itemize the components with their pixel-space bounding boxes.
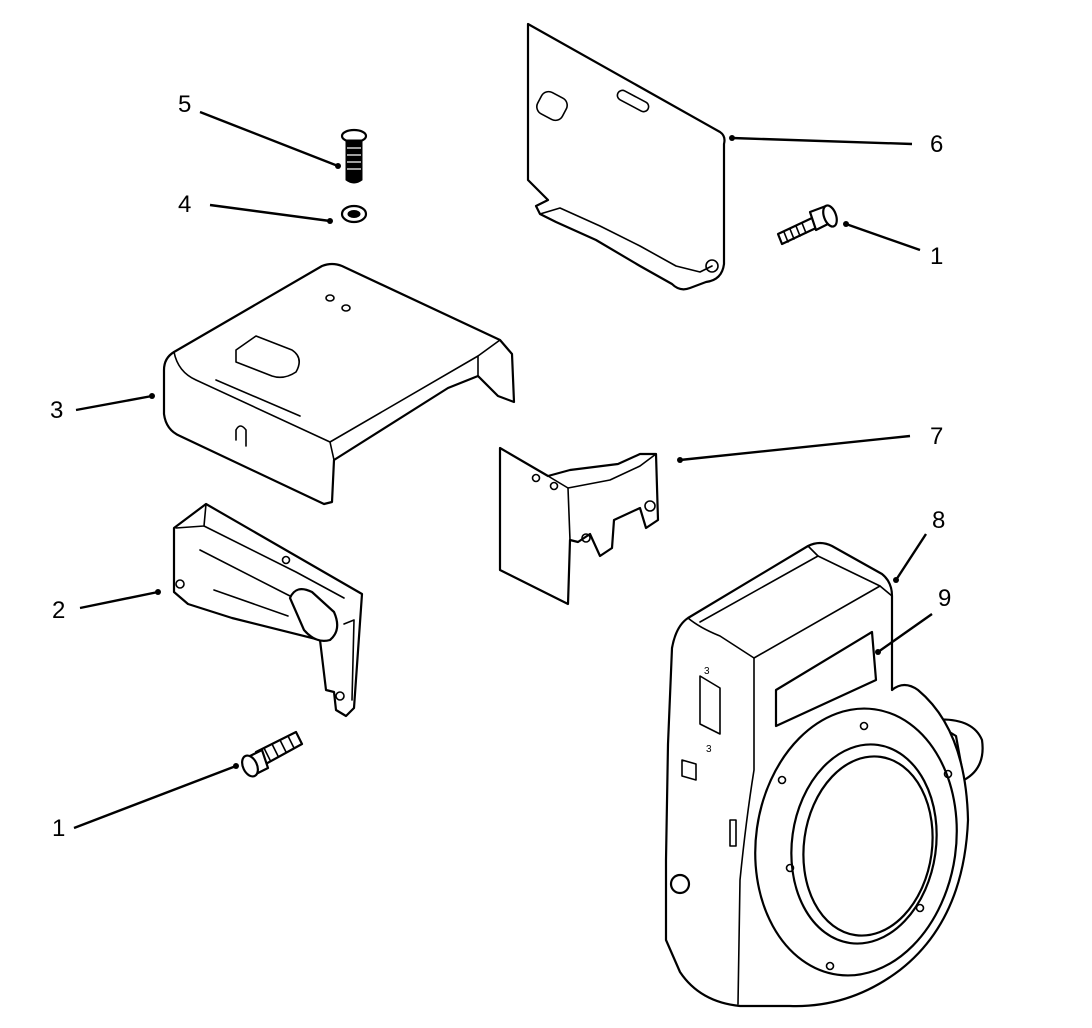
leader-2 [79, 590, 159, 610]
housing-mark-lower: 3 [706, 744, 712, 755]
callout-8: 8 [932, 507, 945, 534]
washer-icon [340, 204, 368, 224]
part-shield-plate [526, 22, 726, 291]
part-blower-housing: 3 3 [664, 541, 984, 1008]
callout-5: 5 [178, 91, 191, 118]
leader-7 [679, 434, 911, 462]
leader-5 [199, 110, 339, 168]
callout-1-top: 1 [930, 243, 943, 270]
housing-mark-upper: 3 [704, 666, 710, 677]
part-bracket-plate [498, 446, 660, 606]
bolt-icon [241, 730, 304, 778]
callout-4: 4 [178, 191, 191, 218]
leader-1-top-end [843, 221, 849, 227]
callout-1-bottom: 1 [52, 815, 65, 842]
part-top-cover [162, 262, 516, 506]
leader-9 [877, 613, 933, 653]
leader-9-end [875, 649, 881, 655]
bolt-icon [776, 204, 838, 246]
leader-1-bottom-end [233, 763, 239, 769]
callout-2: 2 [52, 597, 65, 624]
part-side-bracket [172, 502, 364, 718]
callout-9: 9 [938, 585, 951, 612]
leader-8 [894, 533, 928, 581]
leader-3 [75, 394, 153, 412]
callout-7: 7 [930, 423, 943, 450]
callout-3: 3 [50, 397, 63, 424]
leader-4 [209, 203, 331, 223]
leader-1-bottom [73, 764, 237, 830]
screw-icon [340, 128, 368, 184]
leader-6-end [729, 135, 735, 141]
leader-7-end [677, 457, 683, 463]
leader-6 [731, 136, 913, 146]
leader-1-top [845, 222, 921, 252]
leader-4-end [327, 218, 333, 224]
leader-8-end [893, 577, 899, 583]
leader-5-end [335, 163, 341, 169]
callout-labels: 5 4 6 1 3 7 2 8 9 1 [50, 91, 951, 842]
leader-2-end [155, 589, 161, 595]
leader-lines [73, 110, 933, 830]
leader-3-end [149, 393, 155, 399]
callout-6: 6 [930, 131, 943, 158]
